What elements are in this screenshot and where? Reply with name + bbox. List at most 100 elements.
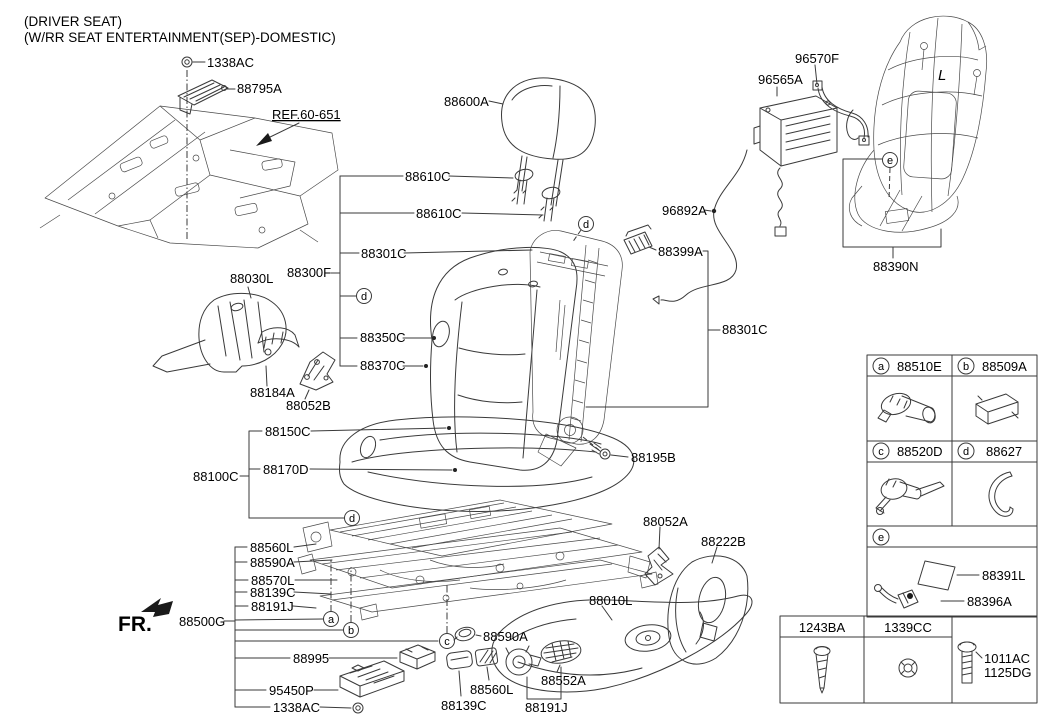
part-label-88052a: 88052A — [643, 514, 688, 529]
fastener-col-1243ba: 1243BA — [799, 620, 846, 635]
front-shield — [491, 594, 753, 693]
callout-d-cushion: d — [349, 513, 355, 525]
callout-c-track: c — [444, 636, 450, 648]
table-part-88520d: 88520D — [897, 444, 943, 459]
cable-icon-d — [988, 471, 1014, 517]
seat-track-assembly — [297, 499, 659, 621]
part-label-95450p: 95450P — [269, 683, 314, 698]
reference-label: REF.60-651 — [272, 107, 341, 122]
part-label-88610c-b: 88610C — [416, 206, 462, 221]
table-part-88510e: 88510E — [897, 359, 942, 374]
part-label-88399a: 88399A — [658, 244, 703, 259]
part-label-96892a: 96892A — [662, 203, 707, 218]
part-label-88570l: 88570L — [251, 573, 294, 588]
part-label-88139c-track: 88139C — [250, 585, 296, 600]
part-label-88222b: 88222B — [701, 534, 746, 549]
table-callout-c: c — [878, 446, 884, 458]
part-label-88100c: 88100C — [193, 469, 239, 484]
page-title-line2: (W/RR SEAT ENTERTAINMENT(SEP)-DOMESTIC) — [24, 30, 336, 45]
cap-front-part — [454, 626, 476, 642]
part-label-1338ac-track: 1338AC — [273, 700, 320, 715]
part-label-88552a: 88552A — [541, 673, 586, 688]
part-label-88560l-front: 88560L — [470, 682, 513, 697]
front-inner-bracket — [644, 546, 674, 586]
fastener-part-1125dg: 1125DG — [984, 665, 1031, 680]
part-label-88995: 88995 — [293, 651, 329, 666]
headrest — [501, 77, 596, 207]
direction-indicator: FR. — [118, 598, 173, 636]
part-label-1338ac-floor: 1338AC — [207, 55, 254, 70]
part-label-88390n: 88390N — [873, 259, 919, 274]
table-part-88391l: 88391L — [982, 568, 1025, 583]
part-labels: (DRIVER SEAT) (W/RR SEAT ENTERTAINMENT(S… — [24, 14, 946, 715]
cover-front-part — [474, 647, 499, 667]
wiring-harness — [652, 149, 748, 305]
part-label-88010l: 88010L — [589, 593, 632, 608]
blower-unit — [753, 95, 838, 237]
part-label-88610c-a: 88610C — [405, 169, 451, 184]
motor-icon-c — [875, 478, 945, 515]
callout-e-board: e — [887, 155, 893, 167]
callout-b-track: b — [348, 625, 354, 637]
part-label-88030l: 88030L — [230, 271, 273, 286]
seat-cushion — [339, 416, 635, 512]
table-part-88396a: 88396A — [967, 594, 1012, 609]
part-label-88191j-front: 88191J — [525, 700, 568, 715]
blower-bracket — [812, 80, 870, 146]
part-label-88600a: 88600A — [444, 94, 489, 109]
cover-cap-part — [446, 650, 473, 670]
part-label-88350c: 88350C — [360, 330, 406, 345]
ref-table: a 88510E b 88509A c 88520D d 88627 e — [866, 354, 1038, 618]
part-label-88590a-track: 88590A — [250, 555, 295, 570]
part-label-88560l-track: 88560L — [250, 540, 293, 555]
ecu-module-part — [399, 644, 436, 670]
screw-icon — [813, 646, 831, 694]
table-callout-b: b — [963, 361, 969, 373]
table-callout-a: a — [878, 361, 885, 373]
part-label-88795a: 88795A — [237, 81, 282, 96]
table-part-88509a: 88509A — [982, 359, 1027, 374]
callout-d-bracket: d — [361, 291, 367, 303]
headrest-guide-front — [511, 168, 534, 205]
floor-panel-sketch — [39, 105, 339, 249]
rear-bracket — [299, 351, 336, 391]
leader-lines — [186, 61, 942, 709]
seat-back-board — [848, 15, 988, 233]
fastener-part-1011ac: 1011AC — [984, 651, 1030, 666]
part-label-88052b: 88052B — [286, 398, 331, 413]
part-label-88301c-right: 88301C — [722, 322, 768, 337]
nut-icon — [898, 658, 918, 678]
diagram-callouts: d d d a b c e — [323, 152, 898, 649]
floor-bolt — [181, 56, 193, 68]
rear-outer-shield — [152, 292, 287, 373]
back-connector — [623, 224, 653, 255]
callout-a-track: a — [328, 614, 335, 626]
fastener-col-1339cc: 1339CC — [884, 620, 932, 635]
track-bolt-part — [352, 702, 364, 714]
bolt-icon — [957, 641, 977, 684]
motor-icon-a — [877, 392, 936, 424]
module-icon-b — [975, 393, 1019, 425]
table-part-88627: 88627 — [986, 444, 1022, 459]
part-label-88191j-track: 88191J — [251, 599, 294, 614]
part-label-88150c: 88150C — [265, 424, 311, 439]
part-label-88195b: 88195B — [631, 450, 676, 465]
direction-label: FR. — [118, 613, 152, 636]
recliner-screw — [589, 442, 611, 460]
part-label-88300f: 88300F — [287, 265, 331, 280]
callout-d-frame: d — [583, 219, 589, 231]
part-label-88139c-front: 88139C — [441, 698, 487, 713]
fastener-table: 1243BA 1339CC 1011AC 1125DG — [779, 615, 1038, 704]
part-label-88301c-left: 88301C — [361, 246, 407, 261]
frame-marking-l: L — [938, 67, 946, 84]
part-label-88184a: 88184A — [250, 385, 295, 400]
webbing-guide — [257, 327, 300, 356]
part-label-88590a-front: 88590A — [483, 629, 528, 644]
front-outer-shield — [667, 555, 749, 665]
part-label-88170d: 88170D — [263, 462, 309, 477]
part-label-88370c: 88370C — [360, 358, 406, 373]
part-label-96565a: 96565A — [758, 72, 803, 87]
page-title-line1: (DRIVER SEAT) — [24, 14, 122, 29]
